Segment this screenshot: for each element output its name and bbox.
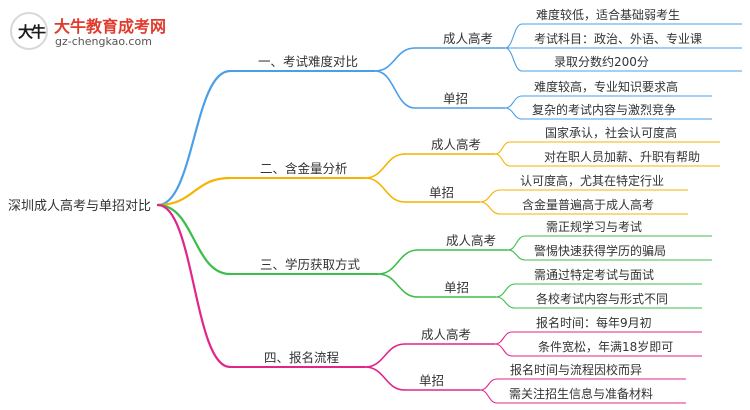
sub-branch-connector [364,366,406,391]
logo-badge-icon: 大牛 [10,12,48,50]
leaf-label: 考试科目：政治、外语、专业课 [534,31,702,46]
sub-branch-label: 单招 [419,373,444,388]
sub-branch-connector [374,70,416,109]
leaf-label: 需正规学习与考试 [546,219,642,234]
leaf-connector [504,47,523,72]
leaf-label: 对在职人员加薪、升职有帮助 [544,150,700,164]
leaf-connector [507,249,526,261]
sub-branch-label: 成人高考 [421,327,471,342]
logo-title: 大牛教育成考网 [54,17,167,36]
sub-branch-label: 单招 [443,91,468,106]
leaf-connector [504,95,523,109]
leaf-label: 国家承认，社会认可度高 [545,125,677,140]
sub-branch-connector [364,343,406,368]
leaf-connector [495,296,516,309]
sub-branch-connector [374,47,416,72]
leaf-connector [494,343,513,357]
leaf-label: 复杂的考试内容与激烈竞争 [532,102,676,117]
leaf-connector [479,389,498,404]
leaf-connector [479,201,501,215]
site-logo[interactable]: 大牛 大牛教育成考网 gz-chengkao.com [8,10,178,54]
logo-url: gz-chengkao.com [55,35,152,48]
root-label: 深圳成人高考与单招对比 [8,198,151,214]
leaf-label: 需通过特定考试与面试 [534,267,654,282]
branch-label: 二、含金量分析 [260,161,348,176]
sub-branch-label: 成人高考 [443,31,493,46]
sub-branch-connector [364,177,406,203]
leaf-connector [504,23,523,49]
sub-branch-label: 成人高考 [431,137,481,152]
leaf-label: 录取分数约200分 [554,54,649,69]
leaf-label: 报名时间：每年9月初 [536,315,652,330]
logo-mark: 大牛 [18,23,46,41]
leaf-label: 含金量普遍高于成人高考 [522,197,654,212]
leaf-connector [479,189,501,203]
leaf-connector [494,141,511,155]
leaf-connector [495,283,516,298]
leaf-label: 难度较高，专业知识要求高 [534,79,678,94]
branch-connector [156,69,232,207]
leaf-connector [494,331,513,345]
branch-label: 三、学历获取方式 [260,257,361,272]
leaf-label: 需关注招生信息与准备材料 [509,386,653,401]
sub-branch-connector [377,273,419,298]
leaf-label: 条件宽松，年满18岁即可 [538,339,673,354]
sub-branch-label: 成人高考 [446,233,496,248]
branch-connector [156,203,232,276]
sub-branch-connector [364,153,406,179]
sub-branch-connector [377,249,419,275]
branch-connector [156,176,232,207]
branch-label: 一、考试难度对比 [258,54,358,69]
leaf-connector [494,153,511,167]
branch-label: 四、报名流程 [264,350,340,365]
leaf-label: 难度较低，适合基础弱考生 [536,7,680,22]
sub-branch-label: 单招 [429,185,454,200]
branch-connector [156,203,232,369]
leaf-connector [504,107,523,120]
leaf-label: 认可度高，尤其在特定行业 [520,173,664,188]
leaf-label: 各校考试内容与形式不同 [536,291,668,306]
leaf-label: 警惕快速获得学历的骗局 [534,243,666,258]
sub-branch-label: 单招 [444,280,469,295]
leaf-label: 报名时间与流程因校而异 [510,362,642,377]
leaf-connector [507,235,526,251]
leaf-connector [479,378,498,391]
